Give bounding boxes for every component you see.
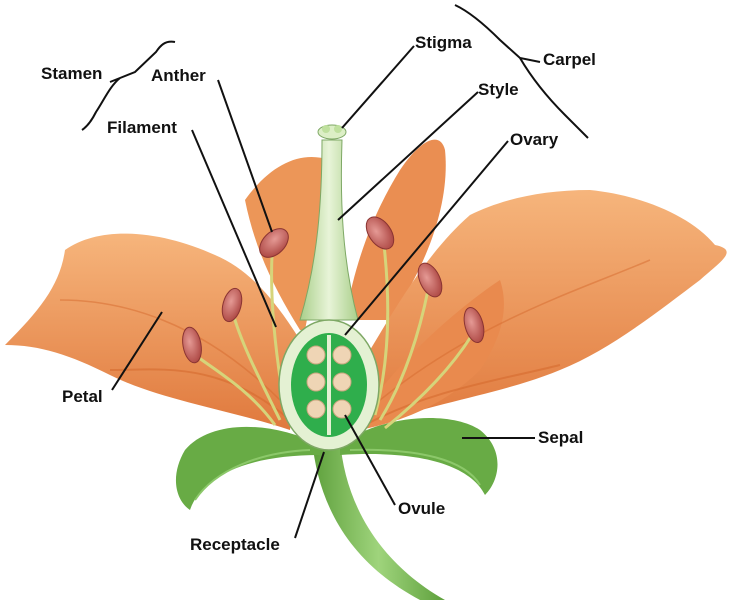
anthers — [182, 216, 485, 364]
label-carpel: Carpel — [543, 50, 596, 69]
label-sepal: Sepal — [538, 428, 584, 447]
label-receptacle: Receptacle — [190, 535, 280, 554]
sepal-left — [175, 426, 320, 510]
label-anther: Anther — [151, 66, 206, 85]
stem — [312, 440, 445, 600]
label-stigma: Stigma — [415, 33, 472, 52]
leader-lines — [111, 45, 535, 539]
label-ovule: Ovule — [398, 499, 446, 518]
anther-6 — [463, 306, 485, 344]
label-style: Style — [478, 80, 519, 99]
sepal-right — [340, 418, 498, 495]
anther-3 — [259, 228, 289, 258]
label-stamen: Stamen — [41, 64, 103, 83]
anther-5 — [417, 262, 443, 298]
anther-4 — [365, 216, 395, 250]
carpel-brace — [454, 4, 589, 139]
anther-2 — [221, 287, 243, 323]
stamen-brace — [81, 40, 176, 131]
label-filament: Filament — [107, 118, 177, 137]
ovules — [306, 345, 352, 419]
anther-1 — [182, 326, 202, 364]
label-ovary: Ovary — [510, 130, 559, 149]
label-petal: Petal — [62, 387, 103, 406]
petal-back-right — [345, 139, 446, 320]
